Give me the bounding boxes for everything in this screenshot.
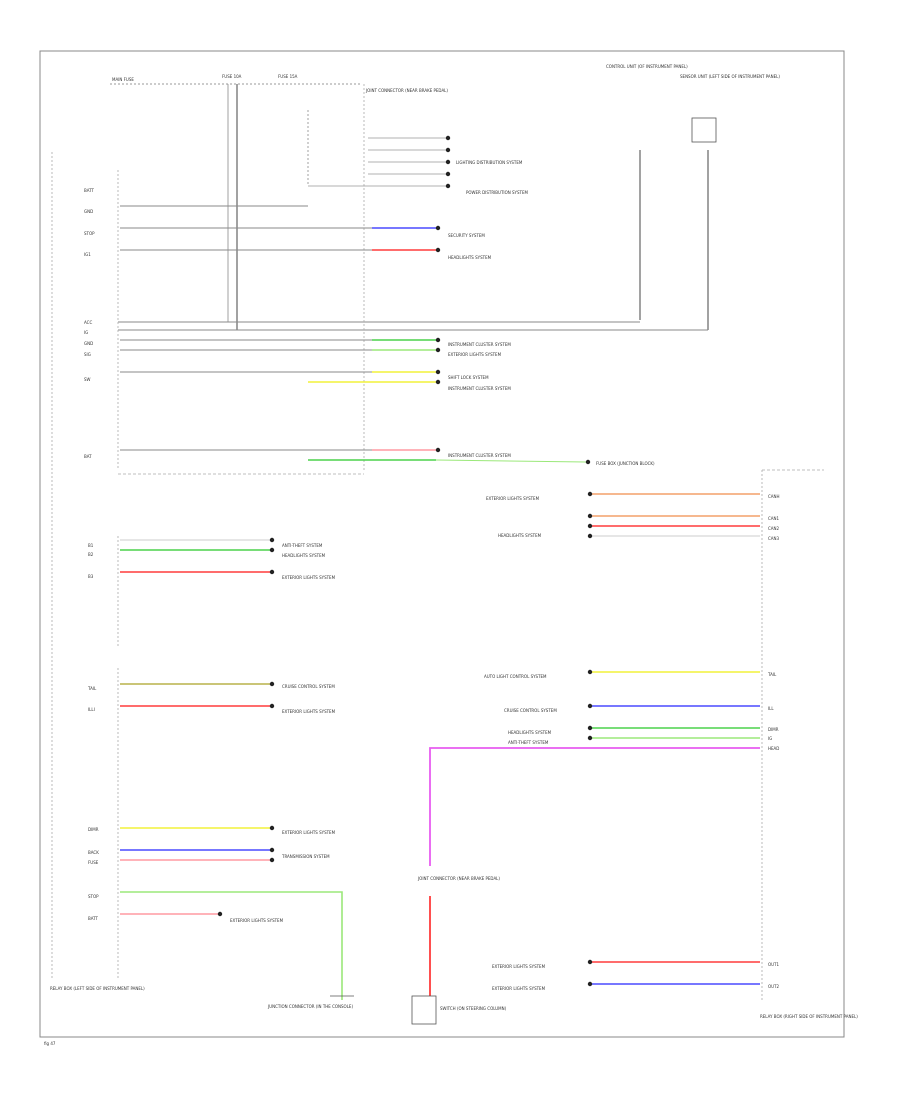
right-box-label: RELAY BOX (RIGHT SIDE OF INSTRUMENT PANE…: [760, 1014, 858, 1019]
top-label-mid2: FUSE 15A: [278, 74, 298, 79]
upper-pin: STOP: [84, 231, 95, 236]
right-mid-target: CRUISE CONTROL SYSTEM: [504, 708, 557, 713]
joint-connector-label: JOINT CONNECTOR (NEAR BRAKE PEDAL): [417, 876, 500, 881]
right-mid-target: AUTO LIGHT CONTROL SYSTEM: [484, 674, 547, 679]
footer-id: fig 47: [44, 1041, 56, 1046]
right-upper-target: HEADLIGHTS SYSTEM: [498, 533, 542, 538]
diagram-frame: [39, 50, 845, 1038]
right-pin: DIMR: [768, 727, 779, 732]
wire-green-extend: [435, 459, 587, 463]
low-left-pin: STOP: [88, 894, 99, 899]
right-pin: OUT1: [768, 962, 780, 967]
mid-left-target: EXTERIOR LIGHTS SYSTEM: [282, 575, 336, 580]
upper-target: INSTRUMENT CLUSTER SYSTEM: [448, 342, 511, 347]
right-pin: CAN3: [768, 536, 780, 541]
right-mid-target: HEADLIGHTS SYSTEM: [508, 730, 552, 735]
upper-pin: GND: [84, 209, 93, 214]
right-pin: HEAD: [768, 746, 779, 751]
right-mid-target: ANTI-THEFT SYSTEM: [508, 740, 549, 745]
mid-left-target: HEADLIGHTS SYSTEM: [282, 553, 326, 558]
wire-magenta-to-joint: [429, 747, 760, 866]
top-label-left: MAIN FUSE: [112, 77, 134, 82]
right-pin: OUT2: [768, 984, 780, 989]
sensor-unit-symbol: [691, 117, 717, 143]
top-right-label2: SENSOR UNIT (LEFT SIDE OF INSTRUMENT PAN…: [680, 74, 780, 79]
upper-target: LIGHTING DISTRIBUTION SYSTEM: [456, 160, 523, 165]
right-low-target: EXTERIOR LIGHTS SYSTEM: [492, 986, 546, 991]
low-left-pin: BATT: [88, 916, 99, 921]
upper-pin: SW: [84, 377, 91, 382]
upper-target: EXTERIOR LIGHTS SYSTEM: [448, 352, 502, 357]
upper-target: INSTRUMENT CLUSTER SYSTEM: [448, 453, 511, 458]
right-pin: CAN1: [768, 516, 780, 521]
right-pin-labels: CANH CAN1 CAN2 CAN3 TAIL ILL DIMR IG HEA…: [767, 494, 780, 989]
bottom-mid-label: JUNCTION CONNECTOR (IN THE CONSOLE): [267, 1004, 353, 1009]
right-pin: CAN2: [768, 526, 780, 531]
low-left-target: EXTERIOR LIGHTS SYSTEM: [282, 709, 336, 714]
mid-left-pin: B2: [88, 552, 94, 557]
right-pin: CANH: [768, 494, 780, 499]
low-left-target: TRANSMISSION SYSTEM: [281, 854, 330, 859]
upper-target: POWER DISTRIBUTION SYSTEM: [466, 190, 528, 195]
low-left-target: EXTERIOR LIGHTS SYSTEM: [230, 918, 284, 923]
right-pin: ILL: [768, 706, 774, 711]
distribution-stubs: [308, 135, 451, 189]
right-upper-target: EXTERIOR LIGHTS SYSTEM: [486, 496, 540, 501]
upper-target: SHIFT LOCK SYSTEM: [448, 375, 489, 380]
right-pin: TAIL: [767, 672, 777, 677]
upper-pin: SIG: [84, 352, 91, 357]
upper-pin: IG1: [84, 252, 91, 257]
mid-left-target: ANTI-THEFT SYSTEM: [282, 543, 323, 548]
low-left-target: CRUISE CONTROL SYSTEM: [282, 684, 335, 689]
top-right-label1: CONTROL UNIT (OF INSTRUMENT PANEL): [606, 64, 688, 69]
upper-pin: GND: [84, 341, 93, 346]
upper-target: SECURITY SYSTEM: [448, 233, 485, 238]
fuse-block-label: JOINT CONNECTOR (NEAR BRAKE PEDAL): [365, 88, 448, 93]
bottom-switch-label: SWITCH (ON STEERING COLUMN): [440, 1006, 507, 1011]
steering-switch-symbol: [411, 995, 437, 1025]
upper-pin: IG: [84, 330, 88, 335]
upper-target: INSTRUMENT CLUSTER SYSTEM: [448, 386, 511, 391]
low-left-pin: TAIL: [87, 686, 97, 691]
upper-target: HEADLIGHTS SYSTEM: [448, 255, 492, 260]
top-label-mid1: FUSE 10A: [222, 74, 242, 79]
low-left-pin: DIMR: [88, 827, 99, 832]
upper-pin: BAT: [84, 454, 92, 459]
low-left-target: EXTERIOR LIGHTS SYSTEM: [282, 830, 336, 835]
upper-pin: BATT: [84, 188, 95, 193]
left-box-label: RELAY BOX (LEFT SIDE OF INSTRUMENT PANEL…: [50, 986, 145, 991]
right-low-target: EXTERIOR LIGHTS SYSTEM: [492, 964, 546, 969]
mid-left-pin: B3: [88, 574, 94, 579]
wire-green-to-junction: [120, 891, 343, 1000]
low-left-pin: ILLI: [88, 707, 95, 712]
right-pin: IG: [768, 736, 772, 741]
upper-pin: ACC: [84, 320, 92, 325]
upper-target: FUSE BOX (JUNCTION BLOCK): [596, 461, 655, 466]
low-left-pin: FUSE: [88, 860, 99, 865]
low-left-pin: BACK: [88, 850, 99, 855]
mid-left-pin: B1: [88, 543, 94, 548]
upper-pin-labels: BATT GND STOP IG1 ACC IG GND SIG SW BAT: [84, 188, 95, 459]
